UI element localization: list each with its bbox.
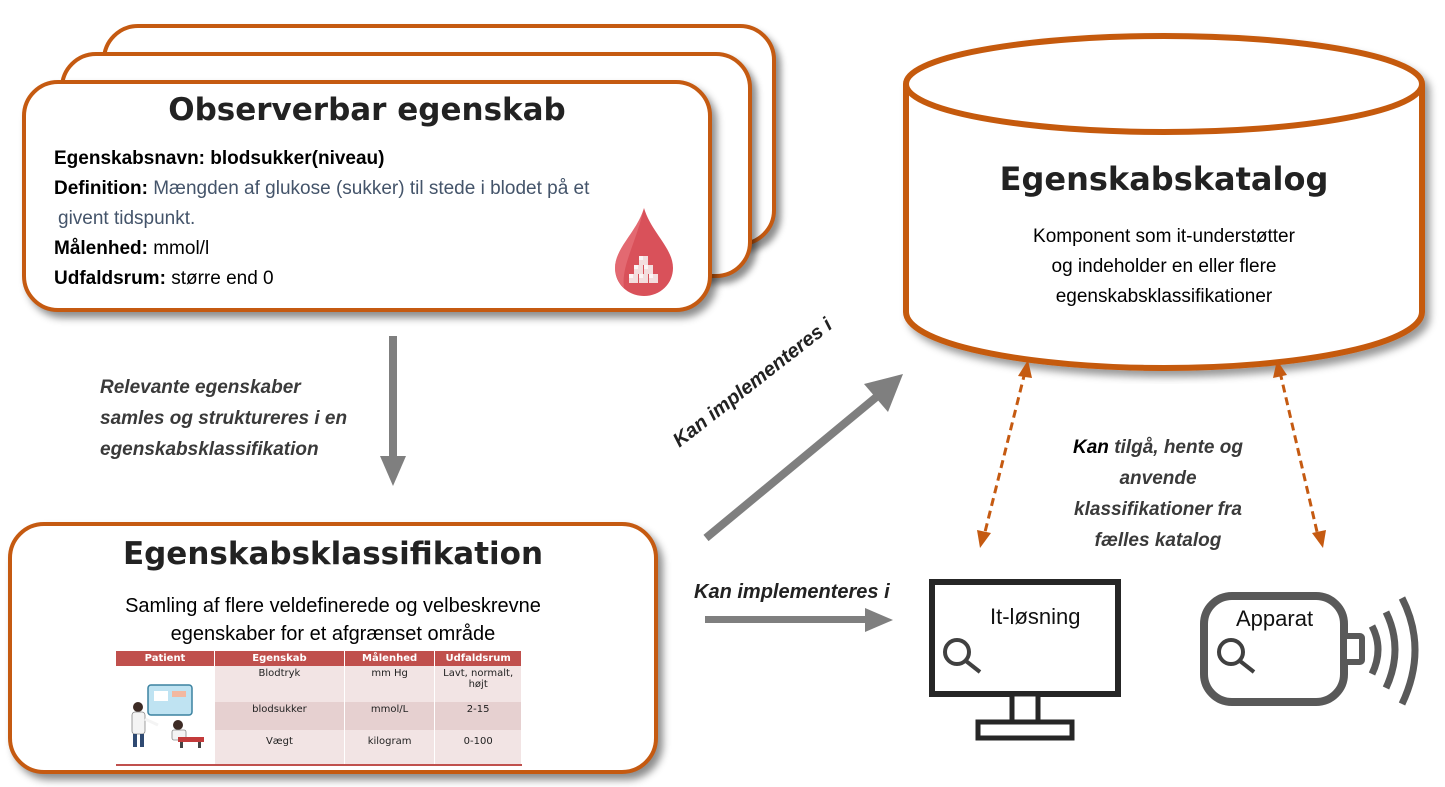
catalog-description: Komponent som it-understøtter og indehol… [906,222,1422,312]
access-note-line1: Kan tilgå, hente og [1040,432,1276,463]
row2-unit: mmol/L [344,702,436,730]
definition-label: Definition: [54,178,148,199]
row2-property: blodsukker [214,702,345,730]
monitor-icon [929,579,1121,741]
horizontal-label-italic: implementeres [731,581,885,603]
access-note-line4: fælles katalog [1094,530,1222,551]
arrow-down-note-line3: egenskabsklassifikation [100,439,319,460]
classification-table: Patient Egenskab Målenhed Udfaldsrum [116,651,522,766]
row1-range-line1: Lavt, normalt, [443,668,514,679]
table-row: blodsukker mmol/L 2-15 [116,702,522,730]
row1-range-line2: højt [468,679,488,690]
access-note-line2: anvende [1119,468,1197,489]
magnifier-icon [943,638,982,674]
unit-label: Målenhed: [54,238,148,259]
access-note: Kan tilgå, hente og anvende klassifikati… [1040,432,1276,556]
arrow-down-note: Relevante egenskaber samles og strukture… [100,372,390,465]
table-row: Blodtryk mm Hg Lavt, normalt, højt [116,666,522,765]
patient-illustration-cell [116,666,215,765]
range-value: større end 0 [171,268,274,289]
observable-card: Observerbar egenskab Egenskabsnavn: blod… [22,80,712,312]
it-solution-label: It-løsning [990,604,1081,629]
horizontal-label: Kan implementeres i [694,581,890,604]
access-note-line3: klassifikationer fra [1074,499,1242,520]
classification-description: Samling af flere veldefinerede og velbes… [12,592,654,648]
magnifier-icon-apparatus [1217,638,1256,674]
catalog-line3: egenskabsklassifikationer [1055,286,1273,307]
down-arrow [380,336,406,486]
patient-illustration [131,683,204,748]
classification-desc-line2: egenskaber for et afgrænset område [170,623,496,645]
catalog-line1: Komponent som it-understøtter [1033,226,1295,247]
row2-range: 2-15 [434,702,522,730]
property-name: Egenskabsnavn: blodsukker(niveau) [54,148,385,169]
apparatus-icon [1200,592,1419,706]
row3-unit: kilogram [344,730,436,765]
row3-property: Vægt [214,730,345,765]
row1-range: Lavt, normalt, højt [434,666,522,702]
diagonal-arrow [703,374,903,542]
table-header-unit: Målenhed [344,651,436,666]
access-note-rest: tilgå, hente og [1108,437,1243,458]
observable-title: Observerbar egenskab [168,92,566,128]
table-header-range: Udfaldsrum [434,651,522,666]
range-row: Udfaldsrum: større end 0 [54,264,704,294]
table-header-row: Patient Egenskab Målenhed Udfaldsrum [116,651,522,666]
classification-desc-line1: Samling af flere veldefinerede og velbes… [125,595,541,617]
row1-unit: mm Hg [344,666,436,702]
row1-property: Blodtryk [214,666,345,702]
table-header-property: Egenskab [214,651,345,666]
definition-row: Definition: Mængden af glukose (sukker) … [54,174,704,204]
catalog-cylinder [903,33,1425,371]
horizontal-arrow [705,608,893,632]
definition-text: Mængden af glukose (sukker) til stede i … [153,178,590,199]
horizontal-label-bold-end: i [884,581,890,603]
row3-range: 0-100 [434,730,522,765]
dashed-arrow-left [977,360,1032,548]
table-row: Vægt kilogram 0-100 [116,730,522,765]
observable-properties: Egenskabsnavn: blodsukker(niveau) Defini… [54,144,704,294]
catalog-line2: og indeholder en eller flere [1051,256,1277,277]
blood-drop-icon [615,208,673,296]
table-header-patient: Patient [116,651,215,666]
arrow-down-note-line1: Relevante egenskaber [100,377,301,398]
catalog-title: Egenskabskatalog [999,160,1329,198]
property-name-row: Egenskabsnavn: blodsukker(niveau) [54,144,704,174]
unit-value: mmol/l [153,238,210,259]
classification-title: Egenskabsklassifikation [122,536,544,572]
arrow-down-note-line2: samles og struktureres i en [100,408,348,429]
access-note-bold: Kan [1073,437,1109,458]
dashed-arrow-right [1273,360,1326,548]
definition-text-cont: givent tidspunkt. [58,208,196,229]
apparatus-label: Apparat [1236,606,1314,631]
unit-row: Målenhed: mmol/l [54,234,704,264]
horizontal-label-bold: Kan [694,581,732,603]
range-label: Udfaldsrum: [54,268,166,289]
